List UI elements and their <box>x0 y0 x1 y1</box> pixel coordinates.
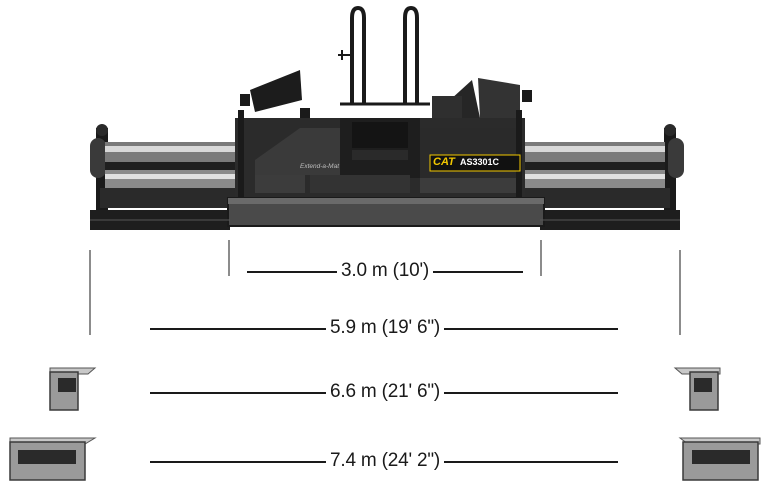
dimension-label-5-9m: 5.9 m (19' 6") <box>325 317 445 339</box>
model-label: AS3301C <box>460 157 500 167</box>
large-extension-blocks <box>9 437 761 481</box>
dimension-label-6-6m: 6.6 m (21' 6") <box>325 381 445 403</box>
small-extension-blocks <box>49 367 721 411</box>
dimension-label-7-4m: 7.4 m (24' 2") <box>325 450 445 472</box>
dimension-lines <box>150 271 618 463</box>
handrail-right <box>403 5 419 105</box>
screed-plate <box>90 197 680 230</box>
operator-stations <box>240 70 532 118</box>
handrail-group <box>338 5 430 106</box>
left-console <box>250 70 302 112</box>
main-body <box>235 110 525 200</box>
brand-logo: CAT <box>433 156 455 168</box>
screed-name-label: Extend-a-Mat <box>300 163 340 170</box>
handrail-left <box>350 5 366 105</box>
dimension-label-3m: 3.0 m (10') <box>336 260 434 282</box>
left-extension <box>90 124 235 210</box>
extension-lines <box>89 240 681 335</box>
right-extension <box>525 124 684 210</box>
cat-badge <box>429 154 521 172</box>
right-console <box>478 78 520 118</box>
